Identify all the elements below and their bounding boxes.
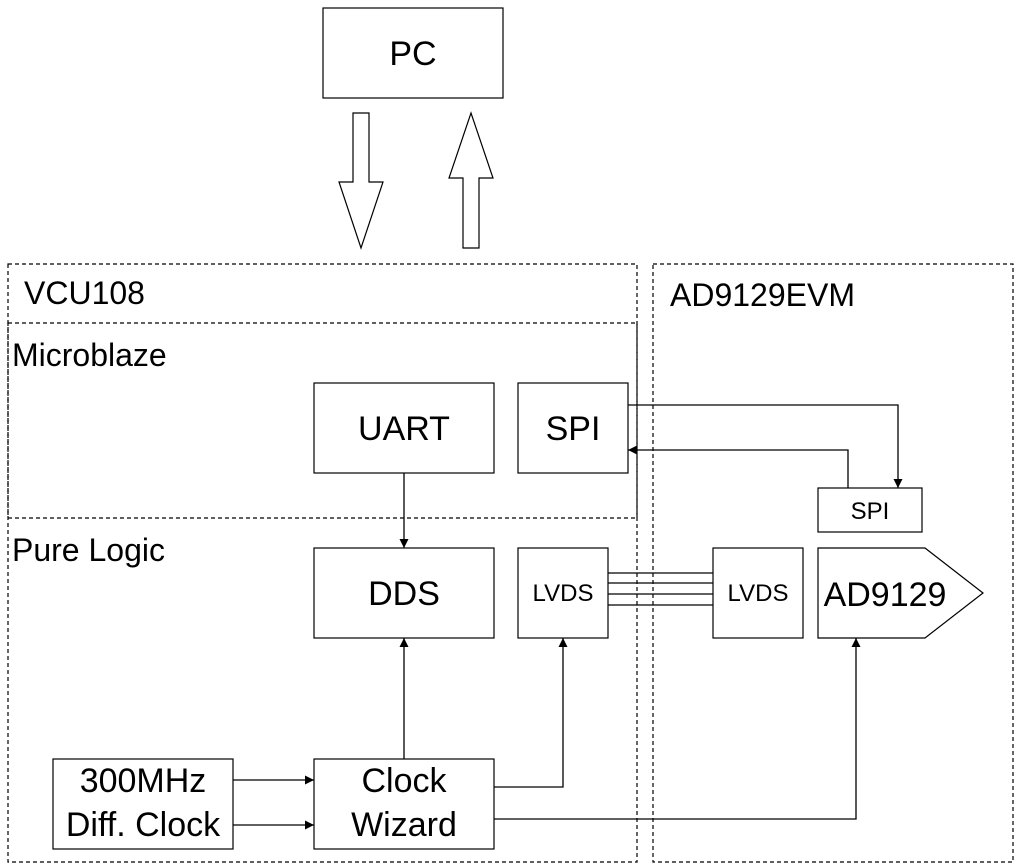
spi-slave-label: SPI xyxy=(851,498,890,525)
clock-wizard-block xyxy=(313,758,495,850)
vcu108-label: VCU108 xyxy=(24,275,145,311)
microblaze-container xyxy=(7,322,638,519)
lvds-rx-block xyxy=(712,547,804,639)
pc-block xyxy=(322,7,504,99)
up-arrow-icon xyxy=(448,111,494,249)
clock-source-label-2: Diff. Clock xyxy=(66,806,221,844)
clock-to-ad9129-arrow xyxy=(494,638,861,820)
spi-miso-arrow xyxy=(628,445,849,488)
dds-label: DDS xyxy=(368,575,440,613)
ad9129-label: AD9129 xyxy=(824,576,947,614)
lvds-tx-block xyxy=(517,547,609,639)
spi-master-label: SPI xyxy=(546,410,601,448)
uart-label: UART xyxy=(358,410,450,448)
spi-master-block xyxy=(517,382,629,474)
down-arrow-icon xyxy=(338,112,384,250)
microblaze-label: Microblaze xyxy=(12,337,167,373)
ad9129-block xyxy=(817,547,984,639)
lvds-rx-label: LVDS xyxy=(728,580,789,607)
pure-logic-label: Pure Logic xyxy=(12,532,165,568)
spi-mosi-arrow xyxy=(628,404,903,488)
uart-block xyxy=(313,382,495,474)
clock-source-block xyxy=(52,758,234,850)
clock-wizard-label-2: Wizard xyxy=(351,806,457,844)
pc-label: PC xyxy=(389,35,436,73)
spi-slave-block xyxy=(817,487,923,533)
clock-source-label-1: 300MHz xyxy=(80,762,207,800)
ad9129evm-container xyxy=(652,263,1014,863)
vcu108-container xyxy=(7,263,638,863)
dds-block xyxy=(313,547,495,639)
lvds-tx-label: LVDS xyxy=(533,580,594,607)
clock-to-lvds-arrow xyxy=(494,638,568,788)
clock-wizard-label-1: Clock xyxy=(361,762,447,800)
ad9129evm-label: AD9129EVM xyxy=(670,277,855,313)
